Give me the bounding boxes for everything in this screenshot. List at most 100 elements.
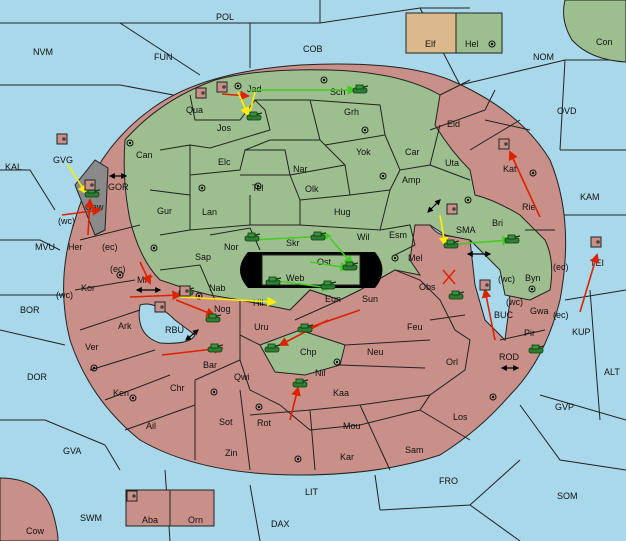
channel-arrow-icon — [427, 199, 441, 213]
supply-center-icon — [391, 254, 399, 262]
fleet-icon — [84, 179, 96, 191]
island-cow — [0, 477, 59, 541]
label-sma: SMA — [456, 225, 476, 235]
label-eld: Eld — [447, 119, 460, 129]
label-gvg: GVG — [53, 155, 73, 165]
supply-center-icon — [116, 271, 124, 279]
coast-tag: (wc) — [506, 297, 523, 307]
move-arrow — [329, 237, 354, 266]
supply-center-icon — [529, 169, 537, 177]
label-ken: Ken — [113, 388, 129, 398]
move-arrow — [579, 253, 600, 313]
supply-center-icon — [128, 141, 132, 145]
label-wil: Wil — [357, 232, 370, 242]
fleet-icon — [195, 87, 207, 99]
label-cob: COB — [303, 44, 323, 54]
supply-center-icon — [531, 171, 535, 175]
label-bri: Bri — [492, 218, 503, 228]
move-arrow — [481, 288, 496, 341]
supply-center-icon — [126, 139, 134, 147]
fleet-icon — [479, 279, 491, 291]
label-gor: GOR — [108, 182, 129, 192]
supply-center-icon — [256, 184, 260, 188]
supply-center-icon — [131, 396, 135, 400]
label-mvu: MVU — [35, 242, 55, 252]
label-dor: DOR — [27, 372, 48, 382]
supply-center-icon — [118, 273, 122, 277]
supply-center-icon — [200, 186, 204, 190]
label-neu: Neu — [367, 347, 384, 357]
support-arrow — [237, 91, 250, 117]
label-kaa: Kaa — [333, 388, 349, 398]
move-arrow — [129, 290, 182, 301]
coast-tag: (wc) — [56, 290, 73, 300]
label-sap: Sap — [195, 252, 211, 262]
supply-center-icon — [294, 455, 302, 463]
supply-center-icon — [198, 184, 206, 192]
coast-tag: (ec) — [553, 310, 569, 320]
channel-arrows — [108, 173, 520, 371]
region-gor-land — [74, 159, 109, 236]
label-kam: KAM — [580, 192, 600, 202]
label-rbu: RBU — [165, 325, 184, 335]
fleet-icon — [56, 133, 68, 145]
label-nab: Nab — [209, 283, 226, 293]
supply-center-icon — [255, 403, 263, 411]
label-ost: Ost — [317, 257, 332, 267]
supply-center-icon — [254, 182, 262, 190]
coast-tag: (wc) — [58, 216, 75, 226]
supply-center-icon — [152, 246, 156, 250]
support-arrow — [249, 91, 256, 113]
label-rod: ROD — [499, 352, 520, 362]
coast-tag: (wc) — [498, 274, 515, 284]
label-grh: Grh — [344, 107, 359, 117]
label-nog: Nog — [214, 304, 231, 314]
label-gvp: GVP — [555, 402, 574, 412]
label-nil: Nil — [315, 368, 326, 378]
label-gwa: Gwa — [530, 306, 549, 316]
support-arrow — [67, 164, 88, 195]
label-olk: Olk — [305, 184, 319, 194]
label-jos: Jos — [217, 123, 232, 133]
move-arrow — [508, 150, 541, 218]
supply-center-icon — [381, 174, 385, 178]
orders-yellow — [67, 91, 449, 307]
label-mit: MIT — [137, 275, 153, 285]
fleet-icon — [179, 285, 191, 297]
label-ark: Ark — [118, 321, 132, 331]
label-tei: TEI — [590, 258, 604, 268]
supply-center-icon — [361, 126, 369, 134]
label-kup: KUP — [572, 327, 591, 337]
supply-center-icon — [320, 76, 328, 84]
legend-hel-label: Hel — [465, 39, 479, 49]
label-feu: Feu — [407, 322, 423, 332]
supply-center-icon — [530, 287, 534, 291]
label-kor: Kor — [81, 283, 95, 293]
supply-center-icon — [333, 358, 341, 366]
label-mou: Mou — [343, 421, 361, 431]
label-jad: Jad — [247, 84, 262, 94]
label-chp: Chp — [300, 347, 317, 357]
supply-center-icon — [195, 292, 203, 300]
label-rie: Rie — [522, 202, 536, 212]
supply-center-icon — [296, 457, 300, 461]
label-uta: Uta — [445, 158, 459, 168]
channel-arrow-icon — [185, 329, 199, 341]
label-uru: Uru — [254, 322, 269, 332]
supply-center-icon — [210, 388, 218, 396]
label-fun: FUN — [154, 52, 173, 62]
label-los: Los — [453, 412, 468, 422]
label-gur: Gur — [157, 206, 172, 216]
label-gva: GVA — [63, 446, 81, 456]
label-elc: Elc — [218, 157, 231, 167]
supply-center-icon — [528, 285, 536, 293]
legend: Elf Hel — [405, 12, 503, 54]
label-nvm: NVM — [33, 47, 53, 57]
land-borders — [74, 79, 555, 471]
label-tel: Tel — [252, 183, 264, 193]
supply-center-icon — [212, 390, 216, 394]
supply-center-icon — [488, 40, 496, 48]
label-hug: Hug — [334, 207, 351, 217]
supply-center-icon — [466, 198, 470, 202]
fleet-icon — [446, 203, 458, 215]
